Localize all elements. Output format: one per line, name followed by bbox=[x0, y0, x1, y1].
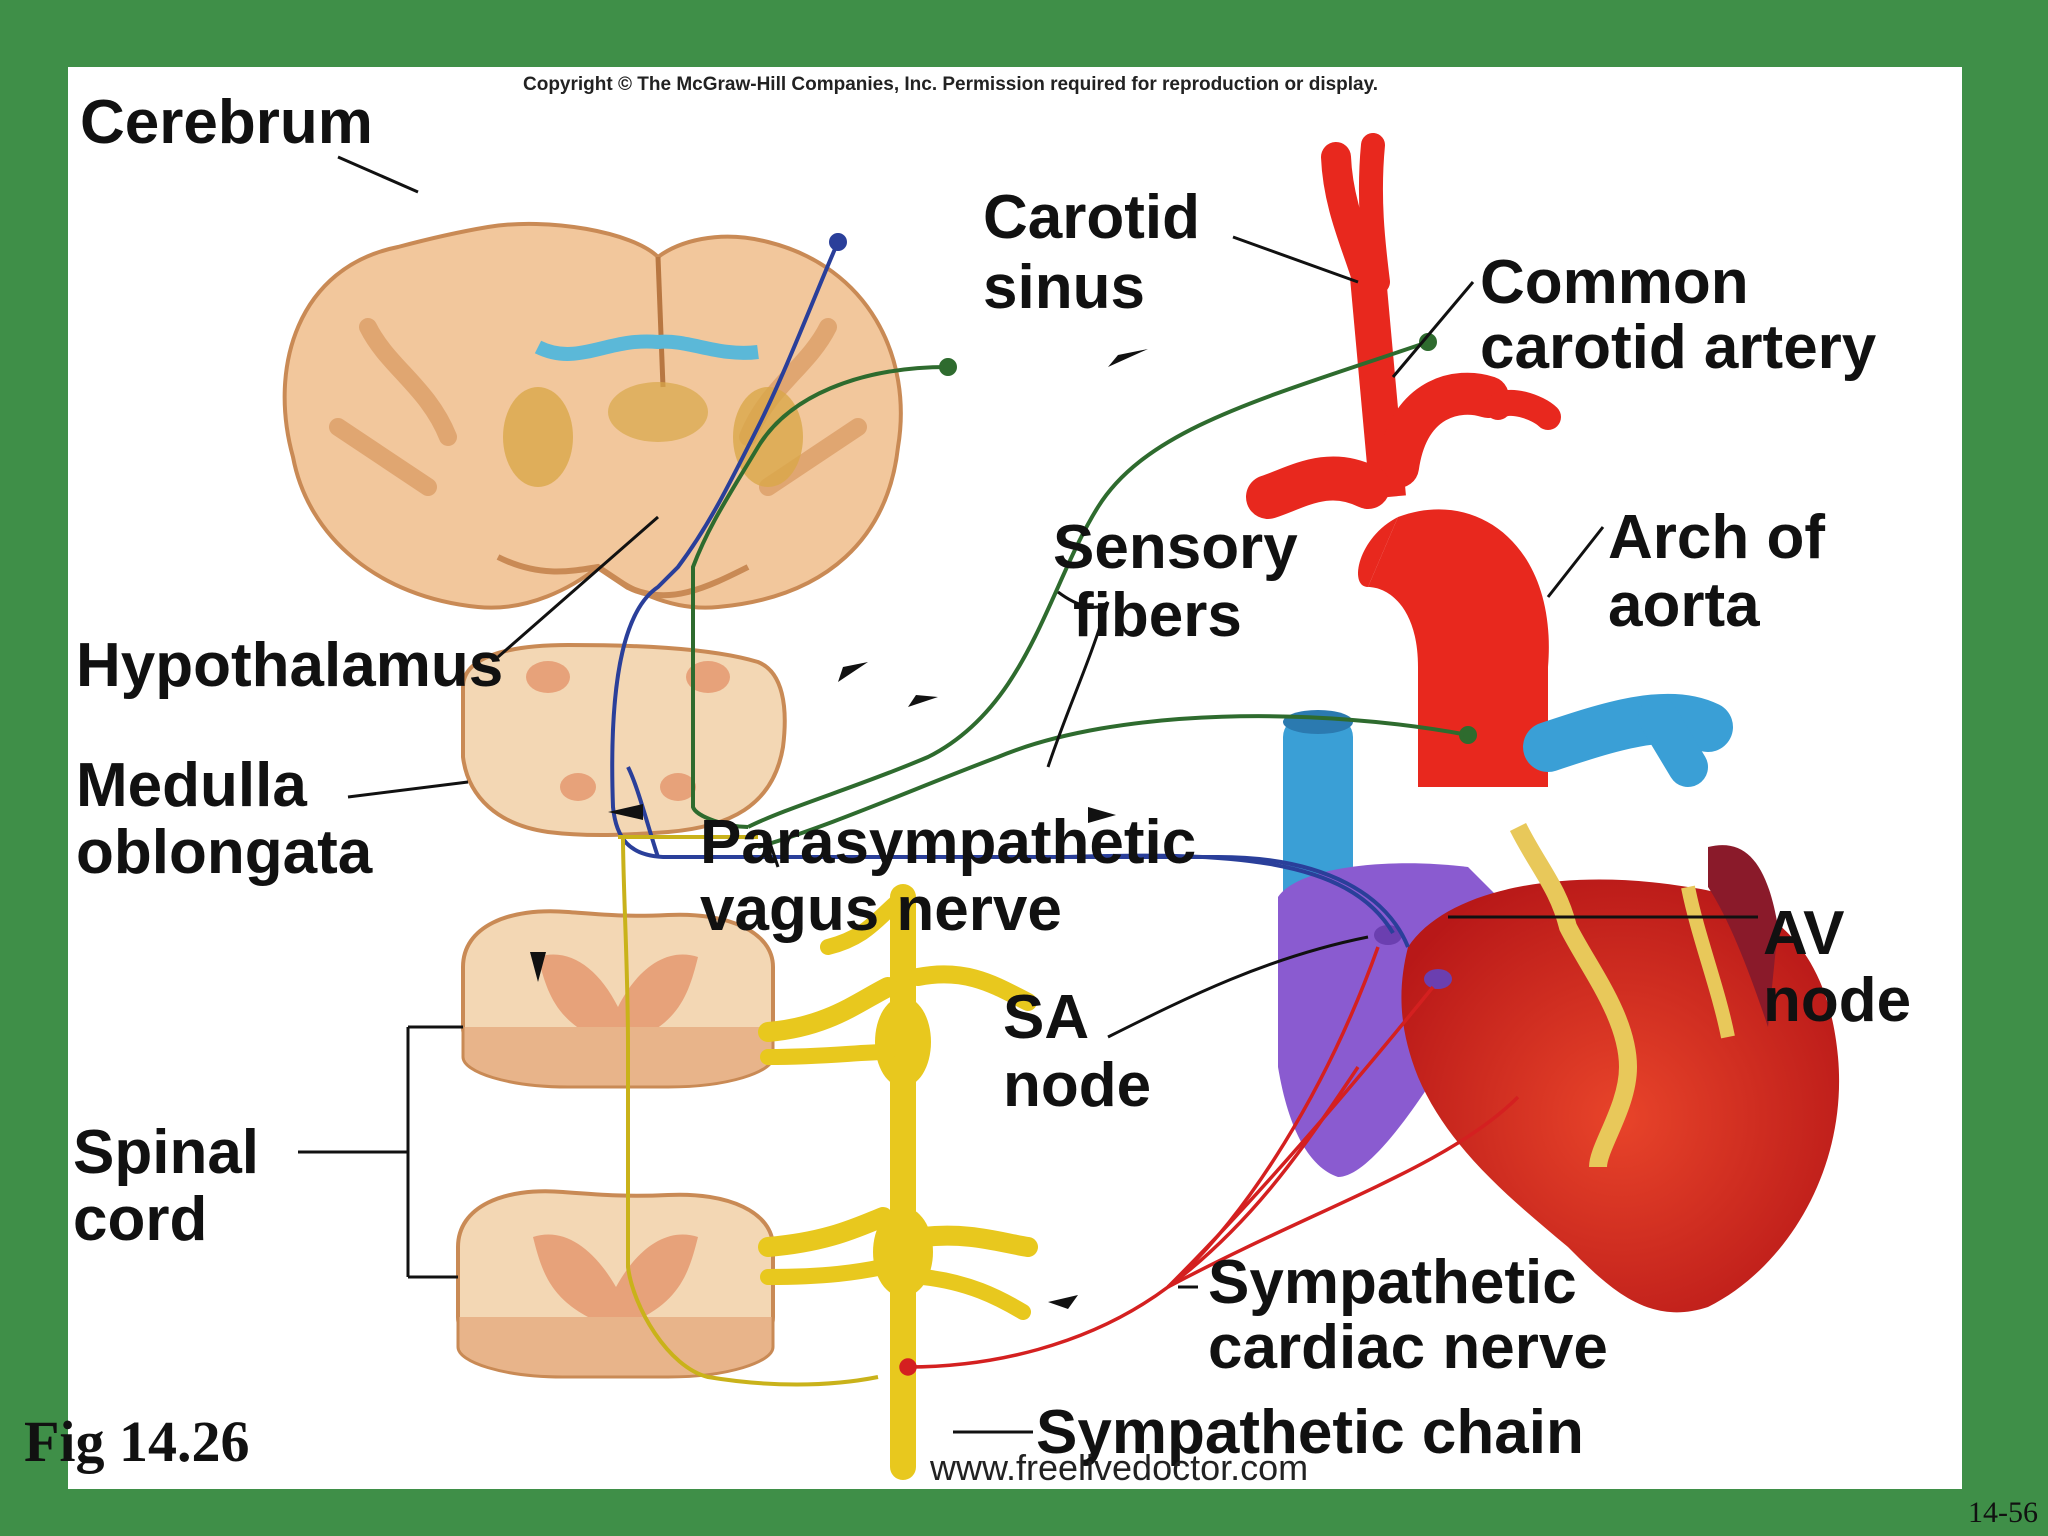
diagram-panel: Copyright © The McGraw-Hill Companies, I… bbox=[68, 67, 1962, 1489]
page-number: 14-56 bbox=[1968, 1496, 2038, 1529]
parasympathetic-label-line1: Parasympathetic bbox=[700, 808, 1197, 877]
sympathetic-pathway-illustration bbox=[618, 835, 879, 1387]
sympathetic-cardiac-nerve-label-line2: cardiac nerve bbox=[1208, 1313, 1608, 1382]
sa-node-label-line1: SA bbox=[1003, 983, 1090, 1052]
spinal-cord-label-line2: cord bbox=[73, 1185, 208, 1254]
cerebrum-label: Cerebrum bbox=[80, 88, 373, 157]
spinal-cord-illustration bbox=[456, 909, 775, 1379]
carotid-sinus-label-line1: Carotid bbox=[983, 183, 1200, 252]
diagram-art bbox=[282, 133, 1840, 1480]
figure-label: Fig 14.26 bbox=[24, 1409, 250, 1474]
parasympathetic-label-line2: vagus nerve bbox=[700, 875, 1062, 944]
sympathetic-chain-label: Sympathetic chain bbox=[1036, 1398, 1584, 1467]
leader-lines bbox=[298, 155, 1758, 1434]
arch-of-aorta-label-line2: aorta bbox=[1608, 571, 1760, 640]
arch-of-aorta-label-line1: Arch of bbox=[1608, 503, 1825, 572]
sensory-fibers-label-line2: fibers bbox=[1073, 581, 1242, 650]
heart-illustration bbox=[1246, 133, 1840, 1313]
cerebrum-illustration bbox=[282, 221, 903, 610]
copyright-notice: Copyright © The McGraw-Hill Companies, I… bbox=[523, 74, 1379, 95]
sympathetic-cardiac-nerve-illustration bbox=[899, 946, 1520, 1376]
sympathetic-chain-illustration bbox=[758, 884, 1038, 1480]
medulla-label-line1: Medulla bbox=[76, 751, 307, 820]
watermark: www.freelivedoctor.com bbox=[930, 1447, 1309, 1488]
hypothalamus-label: Hypothalamus bbox=[76, 631, 504, 700]
sensory-fibers-illustration bbox=[691, 333, 1477, 849]
common-carotid-label-line1: Common bbox=[1480, 248, 1749, 317]
medulla-illustration bbox=[461, 642, 787, 838]
av-node-label-line1: AV bbox=[1763, 899, 1845, 968]
sensory-fibers-label-line1: Sensory bbox=[1053, 513, 1298, 582]
sympathetic-cardiac-nerve-label-line1: Sympathetic bbox=[1208, 1248, 1577, 1317]
medulla-label-line2: oblongata bbox=[76, 818, 373, 887]
carotid-sinus-label-line2: sinus bbox=[983, 253, 1145, 322]
av-node-label-line2: node bbox=[1763, 966, 1912, 1035]
direction-arrows bbox=[530, 349, 1148, 1309]
common-carotid-label-line2: carotid artery bbox=[1480, 313, 1877, 382]
sa-node-label-line2: node bbox=[1003, 1051, 1152, 1120]
spinal-cord-label-line1: Spinal bbox=[73, 1118, 260, 1187]
